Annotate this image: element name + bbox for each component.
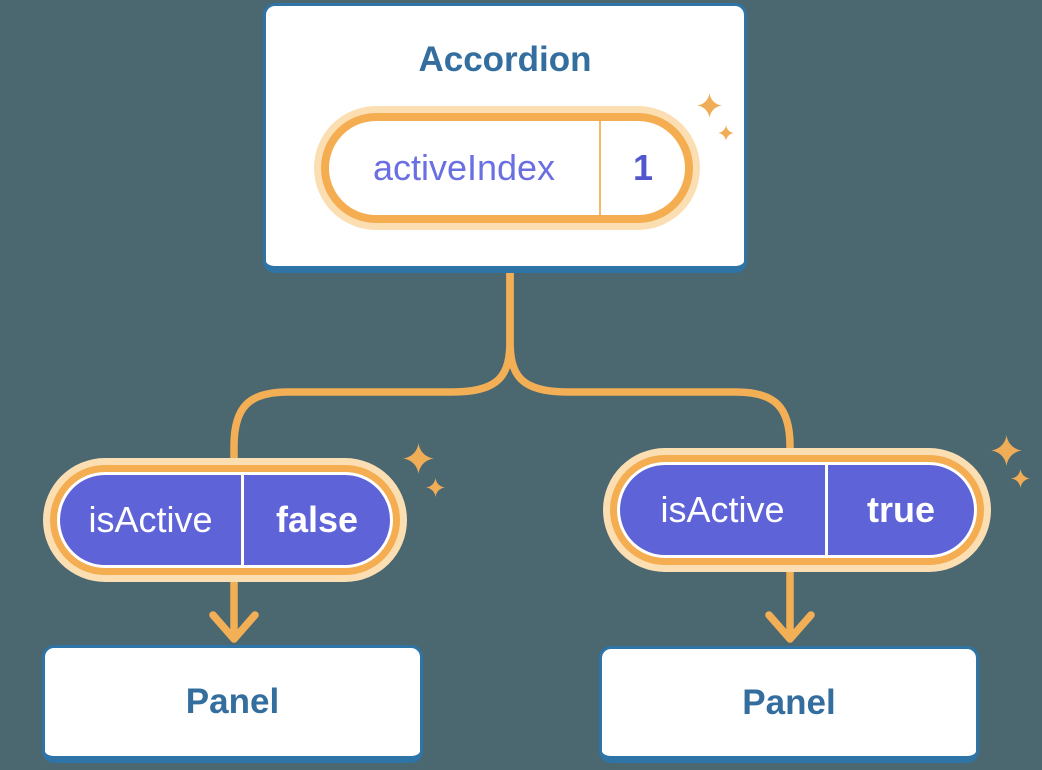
prop-name-label: isActive bbox=[660, 489, 785, 530]
panel-title: Panel bbox=[742, 682, 836, 722]
pill-divider bbox=[241, 475, 244, 565]
prop-value: false bbox=[275, 499, 359, 540]
sparkle-icon bbox=[426, 478, 445, 497]
arrow-head-left-icon bbox=[209, 611, 259, 643]
state-value: 1 bbox=[632, 147, 654, 188]
sparkle-icon bbox=[991, 435, 1022, 466]
prop-value: true bbox=[866, 489, 935, 530]
state-pill-activeindex: activeIndex 1 bbox=[321, 113, 693, 223]
sparkle-icon bbox=[718, 125, 734, 141]
accordion-component-card: Accordion activeIndex 1 bbox=[263, 3, 747, 273]
pill-divider bbox=[599, 121, 601, 215]
state-name-label: activeIndex bbox=[372, 147, 556, 188]
panel-component-card-right: Panel bbox=[599, 646, 979, 763]
prop-pill-isactive-true: isActive true bbox=[617, 462, 977, 558]
accordion-title: Accordion bbox=[418, 40, 592, 79]
sparkle-icon bbox=[403, 443, 434, 474]
panel-component-card-left: Panel bbox=[42, 645, 423, 763]
pill-divider bbox=[825, 465, 828, 555]
arrow-head-right-icon bbox=[765, 611, 815, 643]
prop-name-label: isActive bbox=[88, 499, 213, 540]
panel-title: Panel bbox=[185, 682, 280, 721]
sparkle-icon bbox=[697, 93, 722, 118]
branch-line-right bbox=[506, 272, 794, 468]
prop-pill-isactive-false: isActive false bbox=[57, 472, 393, 568]
branch-line-left bbox=[230, 272, 514, 476]
sparkle-icon bbox=[1011, 469, 1030, 488]
